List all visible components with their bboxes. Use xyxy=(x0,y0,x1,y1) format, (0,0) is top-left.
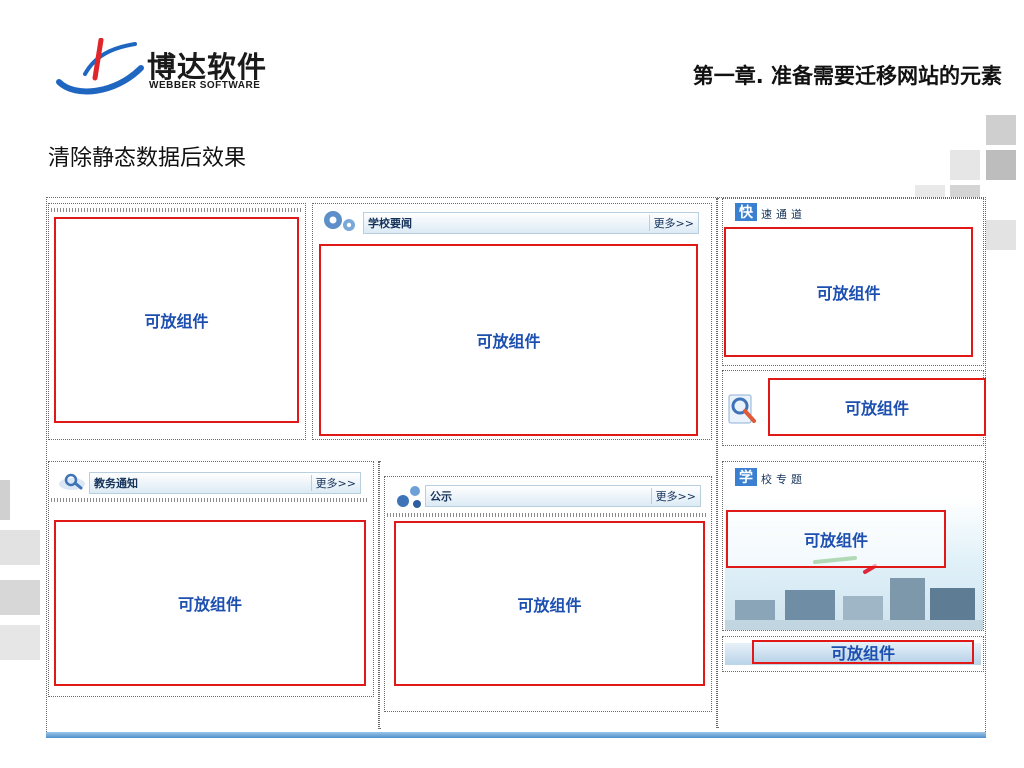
school-topic-icon: 学 xyxy=(735,468,757,486)
academic-notice-component-slot[interactable]: 可放组件 xyxy=(54,520,366,686)
magnifier-icon xyxy=(57,470,87,492)
placeholder-text: 可放组件 xyxy=(803,531,868,550)
school-topic-component-slot[interactable]: 可放组件 xyxy=(726,510,946,568)
placeholder-text: 可放组件 xyxy=(144,312,209,331)
logo-swoosh-icon xyxy=(56,38,144,95)
quick-channel-component-slot[interactable]: 可放组件 xyxy=(724,227,973,357)
school-news-component-slot[interactable]: 可放组件 xyxy=(319,244,698,436)
footer-bar xyxy=(46,732,986,738)
logo-english-name: WEBBER SOFTWARE xyxy=(149,80,261,91)
logo-chinese-name: 博达软件 xyxy=(147,50,268,84)
academic-notice-more-link[interactable]: 更多>> xyxy=(310,475,360,491)
hatch-strip xyxy=(51,498,369,502)
public-notice-title: 公示 xyxy=(430,490,452,503)
placeholder-text: 可放组件 xyxy=(844,399,909,418)
top-left-component-slot[interactable]: 可放组件 xyxy=(54,217,299,423)
search-magnifier-icon xyxy=(727,391,759,427)
public-notice-more-link[interactable]: 更多>> xyxy=(650,488,700,504)
academic-notice-bar: 教务通知 更多>> xyxy=(89,472,361,494)
hatch-strip xyxy=(387,513,707,517)
gears-icon xyxy=(321,208,361,234)
molecule-icon xyxy=(395,483,425,511)
placeholder-text: 可放组件 xyxy=(830,644,895,663)
page-subtitle: 清除静态数据后效果 xyxy=(48,146,247,171)
academic-notice-title: 教务通知 xyxy=(94,477,138,490)
placeholder-text: 可放组件 xyxy=(517,595,582,615)
frame-divider xyxy=(716,198,718,728)
company-logo: 博达软件 WEBBER SOFTWARE xyxy=(55,38,295,98)
quick-channel-title: 速通道 xyxy=(761,208,806,221)
public-notice-bar: 公示 更多>> xyxy=(425,485,701,507)
frame-divider xyxy=(378,461,380,729)
placeholder-text: 可放组件 xyxy=(476,332,541,351)
quick-channel-icon: 快 xyxy=(735,203,757,221)
bottom-right-component-slot[interactable]: 可放组件 xyxy=(752,640,974,664)
school-news-bar: 学校要闻 更多>> xyxy=(363,212,699,234)
school-news-title: 学校要闻 xyxy=(368,217,412,230)
placeholder-text: 可放组件 xyxy=(177,595,242,614)
school-news-more-link[interactable]: 更多>> xyxy=(648,215,698,231)
chapter-title: 第一章. 准备需要迁移网站的元素 xyxy=(692,64,1002,88)
placeholder-text: 可放组件 xyxy=(816,284,881,303)
public-notice-component-slot[interactable]: 可放组件 xyxy=(394,521,705,686)
search-component-slot[interactable]: 可放组件 xyxy=(768,378,986,436)
hatch-strip xyxy=(51,208,303,212)
school-topic-title: 校专题 xyxy=(761,473,806,486)
